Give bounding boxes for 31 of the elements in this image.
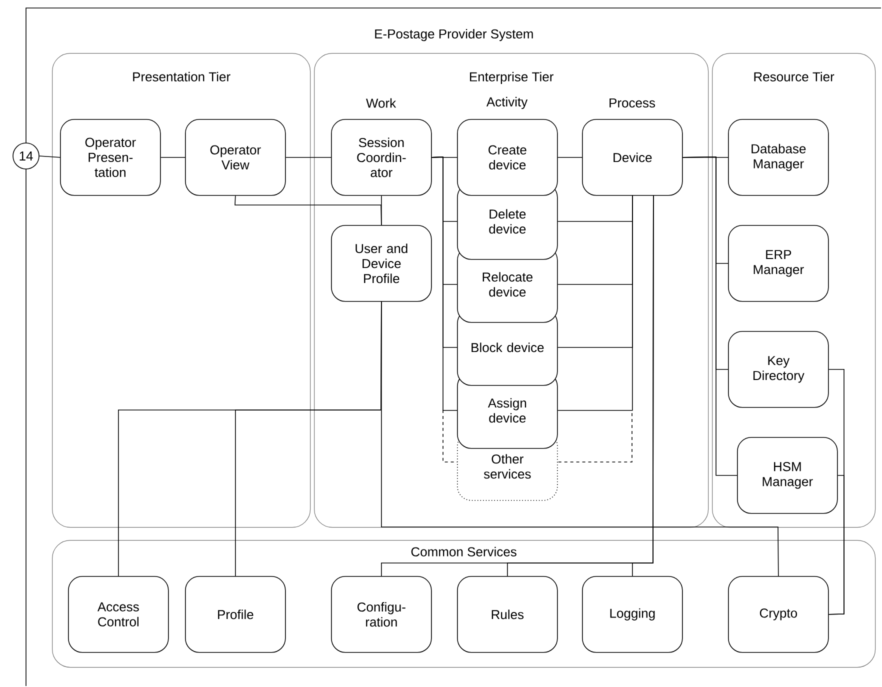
connector-line: [431, 156, 458, 411]
connector-line: [828, 475, 844, 615]
service-box: Session Coordin- ator: [331, 119, 432, 196]
service-box: Profile: [185, 576, 286, 653]
service-box: Configu- ration: [331, 576, 432, 653]
service-box: Logging: [582, 576, 683, 653]
service-box: Database Manager: [728, 119, 829, 196]
service-box: Operator Presen- tation: [60, 119, 161, 196]
column-heading: Process: [610, 98, 655, 108]
service-box: User and Device Profile: [331, 225, 432, 302]
connector-line: [557, 157, 582, 158]
column-heading: Activity: [486, 96, 528, 110]
column-heading: Work: [366, 98, 396, 108]
service-box: Rules: [457, 576, 558, 653]
service-box: Create device: [457, 119, 558, 196]
service-box: Device: [582, 119, 683, 196]
connector-line: [431, 157, 458, 158]
connector-line: [160, 157, 186, 158]
connector-line: [632, 195, 654, 576]
connector-line: [557, 195, 633, 411]
service-box: HSM Manager: [737, 437, 838, 514]
service-box: Operator View: [185, 119, 286, 196]
service-box: Crypto: [728, 576, 829, 653]
connector-line: [381, 195, 382, 226]
service-box: Access Control: [68, 576, 169, 653]
service-box: ERP Manager: [728, 225, 829, 302]
connector-line: [285, 157, 332, 158]
service-box: Key Directory: [728, 331, 829, 408]
connector-line: [381, 301, 779, 576]
connector-line: [682, 156, 738, 476]
connector-line: [39, 156, 60, 158]
